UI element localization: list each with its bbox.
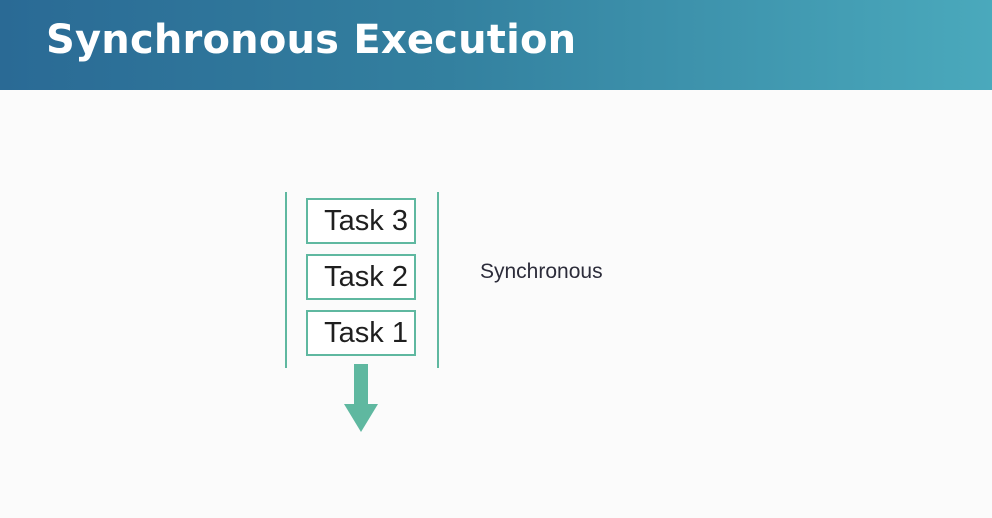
task-label-2: Task 2 bbox=[324, 261, 408, 293]
stack-right-wall bbox=[437, 192, 439, 368]
task-box-3: Task 3 bbox=[306, 198, 416, 244]
arrow-down-icon bbox=[344, 364, 378, 432]
synchronous-label: Synchronous bbox=[480, 260, 603, 283]
task-label-3: Task 3 bbox=[324, 205, 408, 237]
stack-left-wall bbox=[285, 192, 287, 368]
slide-header: Synchronous Execution bbox=[0, 0, 992, 90]
slide-title: Synchronous Execution bbox=[46, 17, 577, 63]
task-label-1: Task 1 bbox=[324, 317, 408, 349]
task-box-2: Task 2 bbox=[306, 254, 416, 300]
task-box-1: Task 1 bbox=[306, 310, 416, 356]
